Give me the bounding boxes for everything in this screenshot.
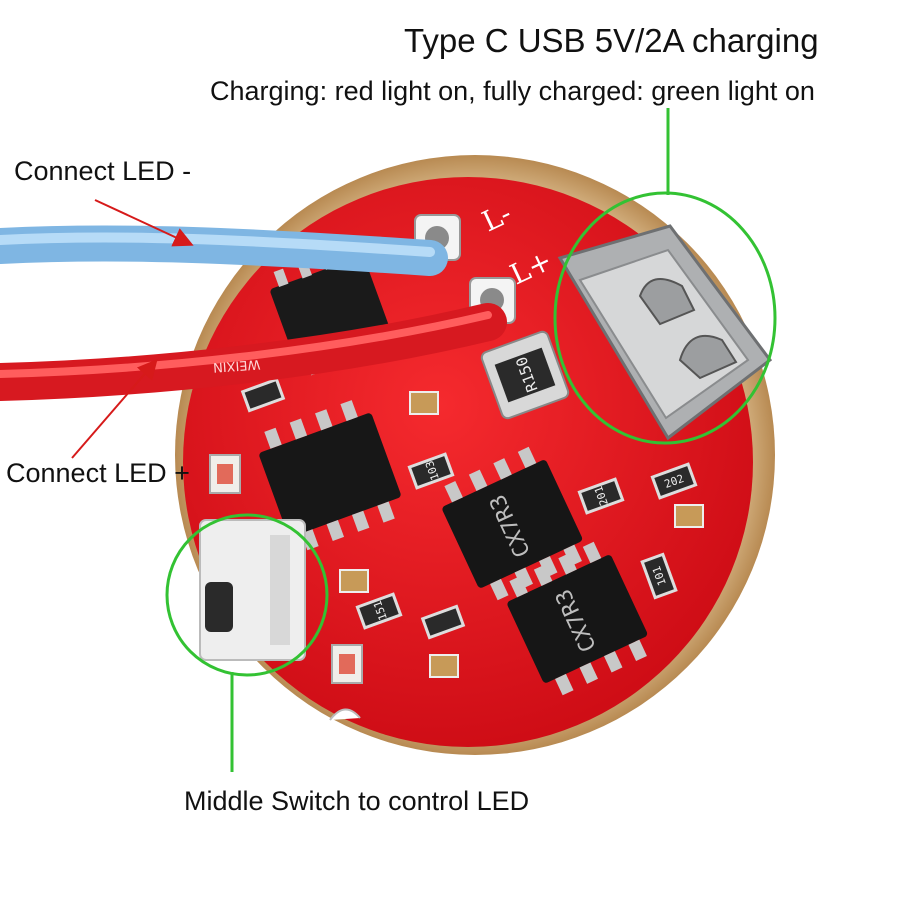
usb-c-port bbox=[557, 224, 773, 441]
ic-cx7r3-a: CX7R3 bbox=[442, 446, 583, 601]
resistor-202-text: 202 bbox=[663, 472, 686, 491]
arrow-led-negative bbox=[94, 199, 194, 247]
resistor-202: 202 bbox=[650, 462, 698, 500]
resistor-small-1 bbox=[240, 377, 286, 413]
sense-resistor-r150: R150 bbox=[480, 330, 570, 420]
headline-title: Type C USB 5V/2A charging bbox=[404, 22, 819, 59]
label-connect-led-negative: Connect LED - bbox=[14, 156, 192, 186]
red-wire: WEIXIN bbox=[0, 303, 507, 401]
capacitor bbox=[674, 504, 704, 528]
resistor-103-text: 103 bbox=[423, 459, 442, 482]
resistor-101-text: 101 bbox=[650, 564, 669, 587]
label-middle-switch: Middle Switch to control LED bbox=[184, 786, 530, 816]
blue-wire bbox=[0, 225, 448, 276]
resistor-151-text: 151 bbox=[371, 599, 390, 622]
indicator-led-bottom bbox=[331, 644, 363, 684]
middle-switch bbox=[199, 519, 306, 661]
resistor-small-2 bbox=[420, 604, 466, 640]
resistor-201-text: 201 bbox=[592, 484, 611, 507]
resistor-101: 101 bbox=[640, 552, 678, 600]
capacitor bbox=[429, 654, 459, 678]
indicator-led-top bbox=[209, 454, 241, 494]
callout-circle-switch bbox=[165, 513, 329, 677]
board-notch bbox=[329, 708, 361, 721]
headline-subtitle: Charging: red light on, fully charged: g… bbox=[210, 76, 815, 106]
capacitor bbox=[409, 391, 439, 415]
resistor-201: 201 bbox=[577, 477, 625, 515]
ic-middle bbox=[259, 400, 401, 551]
wire-print-text: WEIXIN bbox=[212, 356, 260, 374]
callout-circle-usb bbox=[553, 191, 777, 445]
arrow-led-positive bbox=[71, 358, 158, 459]
capacitor bbox=[339, 569, 369, 593]
resistor-103: 103 bbox=[407, 452, 455, 490]
ic-cx7r3-b: CX7R3 bbox=[507, 541, 648, 696]
resistor-151: 151 bbox=[355, 592, 403, 630]
label-connect-led-positive: Connect LED + bbox=[6, 458, 190, 488]
